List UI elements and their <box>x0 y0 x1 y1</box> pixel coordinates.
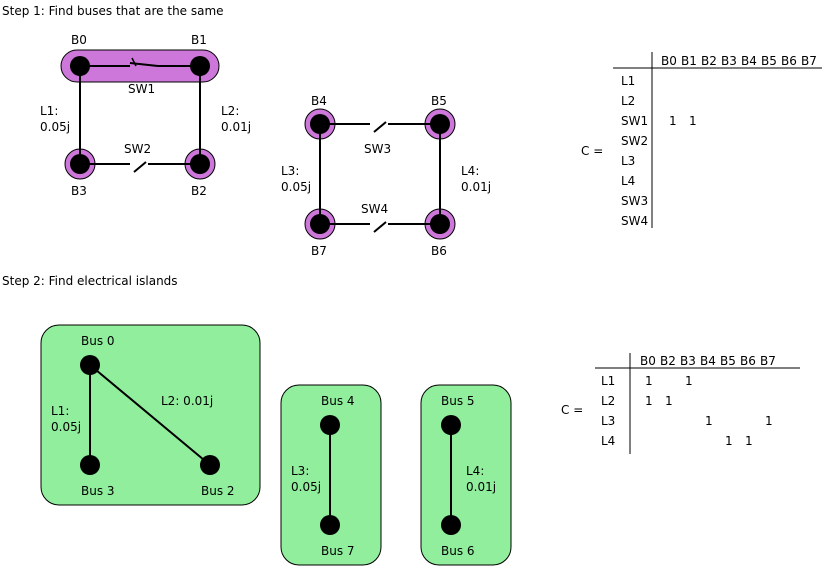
matrix2-cell: 1 <box>725 434 733 448</box>
bus-label-bus2: Bus 2 <box>201 484 235 498</box>
island2-label-l3: L3: <box>291 464 309 478</box>
line-label-l1: L1: <box>40 104 58 118</box>
matrix2-cell: 1 <box>705 414 713 428</box>
matrix2-cell: 1 <box>645 394 653 408</box>
island1-label-l1: L1: <box>51 404 69 418</box>
matrix2-row-header: L2 <box>601 394 615 408</box>
line-label-l3: L3: <box>281 164 299 178</box>
bus-node-bus0 <box>80 355 100 375</box>
matrix2-row-header: L3 <box>601 414 615 428</box>
matrix1-row-header: SW1 <box>621 114 648 128</box>
matrix1-col-header: B2 <box>701 54 717 68</box>
matrix1-row-header: L2 <box>621 94 635 108</box>
line-value-l3: 0.05j <box>281 180 311 194</box>
bus-label-b1: B1 <box>191 33 207 47</box>
switch-label-sw2: SW2 <box>124 142 151 156</box>
bus-node-b2 <box>190 154 210 174</box>
matrix2-col-header: B4 <box>700 354 716 368</box>
bus-node-b6 <box>430 214 450 234</box>
bus-node-bus2 <box>200 455 220 475</box>
step2-title: Step 2: Find electrical islands <box>2 274 178 288</box>
matrix1-cell: 1 <box>669 114 677 128</box>
bus-node-b7 <box>310 214 330 234</box>
bus-node-b4 <box>310 114 330 134</box>
island1-line-l2 <box>89 364 211 466</box>
bus-label-bus3: Bus 3 <box>81 484 115 498</box>
matrix1-col-header: B7 <box>801 54 817 68</box>
bus-label-b4: B4 <box>311 94 327 108</box>
matrix2-row-header: L4 <box>601 434 615 448</box>
matrix1-row-header: L3 <box>621 154 635 168</box>
matrix2-cell: 1 <box>645 374 653 388</box>
bus-label-bus7: Bus 7 <box>321 544 355 558</box>
matrix1-col-header: B4 <box>741 54 757 68</box>
matrix2-cell: 1 <box>685 374 693 388</box>
matrix2-label: C = <box>561 403 583 417</box>
matrix1-col-header: B0 <box>661 54 677 68</box>
line-value-l2: 0.01j <box>221 120 251 134</box>
matrix1-cell: 1 <box>689 114 697 128</box>
matrix2-row-header: L1 <box>601 374 615 388</box>
line-label-l2: L2: <box>221 104 239 118</box>
matrix2-cell: 1 <box>745 434 753 448</box>
matrix1-col-header: B6 <box>781 54 797 68</box>
bus-label-b0: B0 <box>71 33 87 47</box>
switch-sw2 <box>80 161 200 173</box>
line-label-l4: L4: <box>461 164 479 178</box>
bus-label-bus4: Bus 4 <box>321 394 355 408</box>
matrix2-col-header: B2 <box>660 354 676 368</box>
bus-node-bus4 <box>320 415 340 435</box>
bus-label-b3: B3 <box>71 184 87 198</box>
matrix2-cell: 1 <box>765 414 773 428</box>
matrix1-col-header: B5 <box>761 54 777 68</box>
matrix1-row-header: SW4 <box>621 214 648 228</box>
matrix2-col-header: B7 <box>760 354 776 368</box>
switch-sw4 <box>320 221 440 233</box>
bus-label-bus6: Bus 6 <box>441 544 475 558</box>
switch-sw3 <box>320 121 440 133</box>
bus-label-bus0: Bus 0 <box>81 334 115 348</box>
step1-title: Step 1: Find buses that are the same <box>2 4 224 18</box>
bus-label-b2: B2 <box>191 184 207 198</box>
matrix1-label: C = <box>581 144 603 158</box>
matrix1-row-header: SW2 <box>621 134 648 148</box>
island2-value-l3: 0.05j <box>291 480 321 494</box>
bus-node-b5 <box>430 114 450 134</box>
matrix2-col-header: B3 <box>680 354 696 368</box>
matrix1-col-header: B3 <box>721 54 737 68</box>
matrix2-col-header: B6 <box>740 354 756 368</box>
line-value-l4: 0.01j <box>461 180 491 194</box>
line-value-l1: 0.05j <box>40 120 70 134</box>
island3-label-l4: L4: <box>466 464 484 478</box>
bus-node-bus6 <box>441 515 461 535</box>
matrix1-row-header: L1 <box>621 74 635 88</box>
bus-label-bus5: Bus 5 <box>441 394 475 408</box>
matrix2-cell: 1 <box>665 394 673 408</box>
bus-node-b0 <box>70 56 90 76</box>
bus-label-b6: B6 <box>431 244 447 258</box>
switch-label-sw3: SW3 <box>364 142 391 156</box>
bus-node-bus7 <box>320 515 340 535</box>
matrix1-col-header: B1 <box>681 54 697 68</box>
island3-value-l4: 0.01j <box>466 480 496 494</box>
matrix2-col-header: B0 <box>640 354 656 368</box>
matrix1-row-header: SW3 <box>621 194 648 208</box>
switch-label-sw4: SW4 <box>361 202 388 216</box>
bus-label-b7: B7 <box>311 244 327 258</box>
bus-node-b1 <box>190 56 210 76</box>
bus-label-b5: B5 <box>431 94 447 108</box>
island1-label-l2: L2: 0.01j <box>161 394 213 408</box>
bus-node-b3 <box>70 154 90 174</box>
bus-node-bus3 <box>80 455 100 475</box>
matrix1-row-header: L4 <box>621 174 635 188</box>
bus-node-bus5 <box>441 415 461 435</box>
matrix2-col-header: B5 <box>720 354 736 368</box>
switch-label-sw1: SW1 <box>128 82 155 96</box>
island1-value-l1: 0.05j <box>51 420 81 434</box>
merged-bus-highlight <box>60 49 220 83</box>
